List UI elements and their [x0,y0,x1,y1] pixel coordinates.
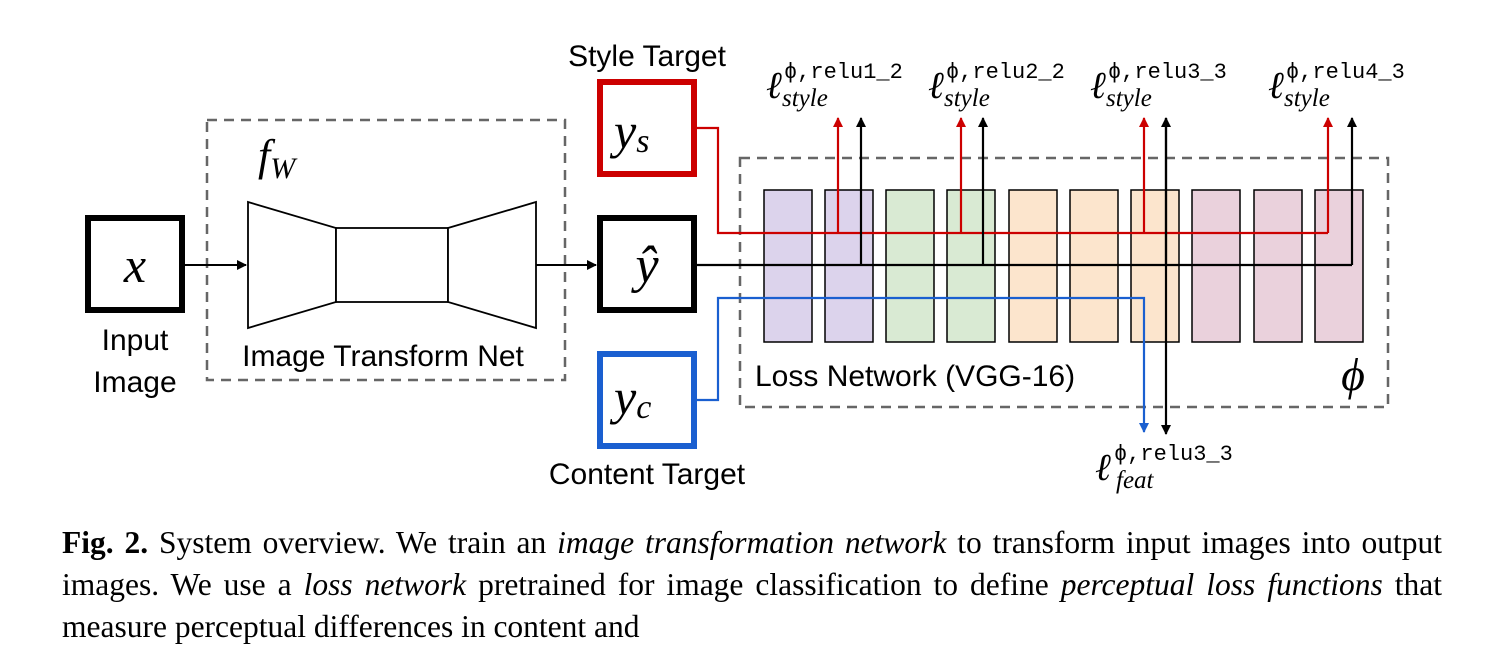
transform-net-label: Image Transform Net [242,340,524,373]
svg-text:ϕ,relu1_2: ϕ,relu1_2 [784,60,903,85]
svg-text:ϕ,relu2_2: ϕ,relu2_2 [946,60,1065,85]
style-path [694,126,1328,235]
loss-network-symbol: ϕ [1341,349,1365,400]
feature-loss-relu3: ℓ ϕ,relu3_3 feat [1095,442,1233,494]
svg-text:ϕ,relu3_3: ϕ,relu3_3 [1114,442,1233,467]
content-path [694,296,1149,433]
style-loss-relu3: ℓ ϕ,relu3_3 style [1090,60,1227,112]
style-loss-relu1: ℓ ϕ,relu1_2 style [766,60,903,112]
svg-text:ϕ,relu3_3: ϕ,relu3_3 [1108,60,1227,85]
transform-net-symbol: fW [258,131,298,185]
style-loss-relu2: ℓ ϕ,relu2_2 style [928,60,1065,112]
input-label-line2: Image [93,366,176,399]
svg-text:ℓ: ℓ [766,65,782,107]
input-box [85,215,185,313]
output-box [597,215,697,313]
style-target-symbol: ys [609,103,649,160]
svg-text:feat: feat [1116,467,1155,494]
transform-net-shape [247,200,537,330]
figure-label: Fig. 2. [62,525,149,560]
svg-text:ℓ: ℓ [928,65,944,107]
figure-caption: Fig. 2. System overview. We train an ima… [62,525,1442,644]
svg-text:ℓ: ℓ [1090,65,1106,107]
input-symbol: x [123,237,146,293]
content-target-label: Content Target [549,458,746,491]
svg-text:style: style [782,85,828,112]
output-symbol: ŷ [630,237,659,294]
svg-text:style: style [1284,85,1330,112]
svg-text:style: style [944,85,990,112]
transform-net-region [205,118,567,382]
svg-text:ℓ: ℓ [1268,65,1284,107]
style-target-label: Style Target [568,40,727,73]
loss-network-region [738,156,1390,409]
loss-network-label: Loss Network (VGG-16) [755,360,1075,393]
svg-text:style: style [1106,85,1152,112]
svg-text:ℓ: ℓ [1095,447,1111,489]
svg-text:ϕ,relu4_3: ϕ,relu4_3 [1286,60,1405,85]
input-label-line1: Input [102,324,169,357]
style-loss-relu4: ℓ ϕ,relu4_3 style [1268,60,1405,112]
content-target-symbol: yc [609,369,651,426]
style-target-box [597,79,697,177]
